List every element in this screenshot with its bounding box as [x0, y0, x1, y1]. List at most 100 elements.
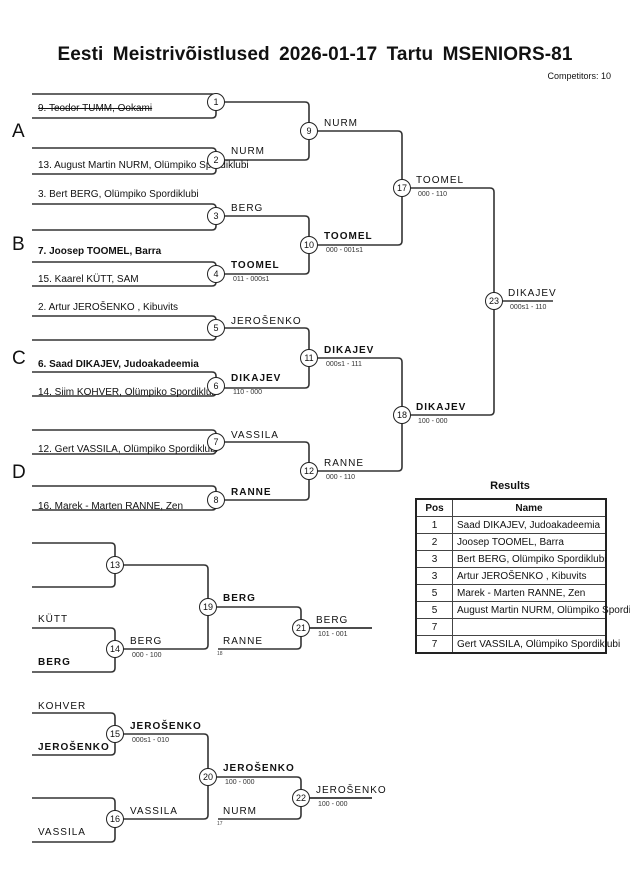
match-node[interactable]: 16 — [106, 810, 124, 828]
pos-cell: 3 — [415, 567, 453, 585]
match-node[interactable]: 23 — [485, 292, 503, 310]
match-node[interactable]: 15 — [106, 725, 124, 743]
table-row: 7 — [415, 618, 607, 636]
winner-label: NURM — [231, 146, 265, 157]
match-node[interactable]: 21 — [292, 619, 310, 637]
winner-label: JEROŠENKO — [130, 721, 202, 732]
match-score: 011 - 000s1 — [233, 276, 270, 283]
winner-label: JEROŠENKO — [223, 763, 295, 774]
match-node[interactable]: 19 — [199, 598, 217, 616]
name-cell: Joosep TOOMEL, Barra — [452, 533, 607, 551]
match-node[interactable]: 17 — [393, 179, 411, 197]
bracket-line — [32, 315, 217, 341]
winner-label: JEROŠENKO — [231, 316, 302, 327]
pos-cell: 5 — [415, 601, 453, 619]
page-title: Eesti Meistrivõistlused 2026-01-17 Tartu… — [57, 44, 573, 65]
match-node[interactable]: 14 — [106, 640, 124, 658]
source-match-ref: 17 — [217, 821, 223, 827]
group-label-a: A — [12, 121, 25, 142]
column-header-name: Name — [452, 498, 607, 517]
bracket-line — [309, 357, 403, 472]
column-header-pos: Pos — [415, 498, 453, 517]
source-match-ref: 18 — [217, 651, 223, 657]
match-node[interactable]: 10 — [300, 236, 318, 254]
name-cell: Saad DIKAJEV, Judoakadeemia — [452, 516, 607, 534]
pos-cell: 1 — [415, 516, 453, 534]
winner-label: JEROŠENKO — [316, 785, 387, 796]
champion-label: DIKAJEV — [508, 288, 557, 299]
entry-name: VASSILA — [38, 827, 86, 838]
match-node[interactable]: 5 — [207, 319, 225, 337]
group-label-b: B — [12, 234, 25, 255]
entry-name: BERG — [38, 657, 71, 668]
match-score: 101 - 001 — [318, 631, 348, 638]
match-node[interactable]: 13 — [106, 556, 124, 574]
name-cell — [452, 618, 607, 636]
name-cell: Bert BERG, Olümpiko Spordiklubi — [452, 550, 607, 568]
match-node[interactable]: 18 — [393, 406, 411, 424]
pos-cell: 7 — [415, 635, 453, 654]
match-score: 000s1 - 010 — [132, 737, 169, 744]
match-node[interactable]: 22 — [292, 789, 310, 807]
match-score: 000 - 110 — [326, 474, 356, 481]
match-node[interactable]: 4 — [207, 265, 225, 283]
entry-name[interactable]: 12. Gert VASSILA, Olümpiko Spordiklubi — [38, 444, 218, 455]
match-node[interactable]: 6 — [207, 377, 225, 395]
match-score: 000s1 - 111 — [326, 361, 362, 368]
loser-from-label: RANNE — [223, 636, 264, 647]
winner-label: DIKAJEV — [324, 345, 375, 356]
entry-name[interactable]: 16. Marek - Marten RANNE, Zen — [38, 501, 184, 512]
entry-name[interactable]: 6. Saad DIKAJEV, Judoakadeemia — [38, 359, 199, 370]
match-node[interactable]: 7 — [207, 433, 225, 451]
winner-label: RANNE — [231, 487, 272, 498]
results-title: Results — [490, 480, 530, 492]
match-node[interactable]: 8 — [207, 491, 225, 509]
match-node[interactable]: 12 — [300, 462, 318, 480]
match-score: 110 - 000 — [233, 389, 263, 396]
winner-label: RANNE — [324, 458, 365, 469]
entry-name[interactable]: 15. Kaarel KÜTT, SAM — [38, 274, 139, 285]
match-node[interactable]: 2 — [207, 151, 225, 169]
pos-cell: 5 — [415, 584, 453, 602]
winner-label: BERG — [316, 615, 349, 626]
loser-from-label: NURM — [223, 806, 257, 817]
entry-name[interactable]: 9. Teodor TUMM, Ookami — [38, 103, 153, 114]
entry-name[interactable]: 13. August Martin NURM, Olümpiko Spordik… — [38, 160, 249, 171]
match-score: 000 - 001s1 — [326, 247, 363, 254]
pos-cell: 3 — [415, 550, 453, 568]
entry-name[interactable]: 7. Joosep TOOMEL, Barra — [38, 246, 162, 257]
match-node[interactable]: 20 — [199, 768, 217, 786]
name-cell: Artur JEROŠENKO , Kibuvits — [452, 567, 607, 585]
name-cell: August Martin NURM, Olümpiko Spordiklubi — [452, 601, 630, 619]
match-node[interactable]: 1 — [207, 93, 225, 111]
entry-name: KÜTT — [38, 614, 69, 625]
entry-name: KOHVER — [38, 701, 87, 712]
entry-name[interactable]: 14. Siim KOHVER, Olümpiko Spordiklubi — [38, 387, 220, 398]
winner-label: DIKAJEV — [231, 373, 282, 384]
match-node[interactable]: 3 — [207, 207, 225, 225]
winner-label: BERG — [223, 593, 256, 604]
match-score: 100 - 000 — [318, 801, 348, 808]
group-label-d: D — [12, 462, 26, 483]
bracket-line — [32, 542, 116, 588]
winner-label: BERG — [231, 203, 264, 214]
bracket-line — [309, 130, 403, 246]
entry-name[interactable]: 2. Artur JEROŠENKO , Kibuvits — [38, 302, 179, 313]
match-node[interactable]: 9 — [300, 122, 318, 140]
winner-label: BERG — [130, 636, 163, 647]
pos-cell: 2 — [415, 533, 453, 551]
winner-label: TOOMEL — [231, 260, 280, 271]
winner-label: TOOMEL — [324, 231, 373, 242]
entry-name[interactable]: 3. Bert BERG, Olümpiko Spordiklubi — [38, 189, 199, 200]
match-score: 000s1 - 110 — [510, 304, 547, 311]
match-score: 000 - 100 — [132, 652, 162, 659]
name-cell: Gert VASSILA, Olümpiko Spordiklubi — [452, 635, 620, 654]
match-node[interactable]: 11 — [300, 349, 318, 367]
match-score: 100 - 000 — [418, 418, 448, 425]
